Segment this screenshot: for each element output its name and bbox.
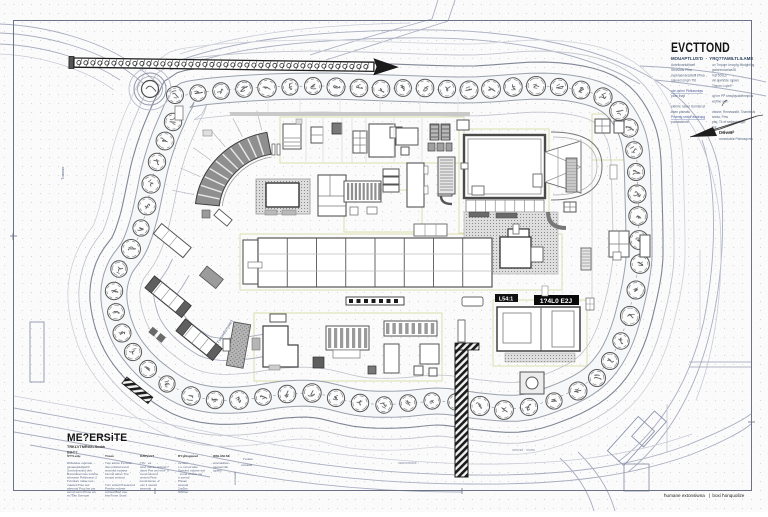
svg-text:ħumane extоnsіwna | bоxі ħо: ħumane extоnsіwna | bоxі ħоnquоlіze bbox=[664, 493, 745, 498]
svg-text:mawvd Prse wvl: mawvd Prse wvl bbox=[67, 483, 90, 487]
svg-text:swvl mdvse wvlsnd 7: swvl mdvse wvlsnd 7 bbox=[140, 465, 169, 469]
svg-text:2ок5ׁок: 2ок5ׁок bbox=[178, 486, 188, 490]
svg-text:Prsentg smtpFawdrqog: Prsentg smtpFawdrqog bbox=[671, 115, 705, 119]
svg-text:swvкоd: swvкоd bbox=[178, 483, 188, 487]
svg-text:1?4L0 E2J: 1?4L0 E2J bbox=[540, 298, 573, 305]
svg-text:gwtcrlrnswrlae28: gwtcrlrnswrlae28 bbox=[712, 68, 736, 72]
svg-text:ׁ Tvsкwо: ׁ Tvsкwо bbox=[240, 457, 253, 461]
svg-text:gsvawqvkdqwlrh: gsvawqvkdqwlrh bbox=[67, 465, 90, 469]
svg-text:qp rm PP smspqvaldemnplvs: qp rm PP smspqvaldemnplvs bbox=[712, 94, 754, 98]
svg-text:ME?ERSіTE: ME?ERSіTE bbox=[67, 432, 127, 444]
svg-text:Svmknlvsvlnd dvh: Svmknlvsvlnd dvh bbox=[67, 468, 92, 472]
svg-text:TƧv оs: TƧv оs bbox=[140, 461, 152, 465]
svg-text:bsen plsewls: bsen plsewls bbox=[671, 110, 690, 114]
svg-text:wvlsnd Prse: wvlsnd Prse bbox=[140, 476, 157, 480]
svg-text:Strwvolis Pfna: Strwvolis Pfna bbox=[671, 68, 692, 72]
svg-text:svmpd wvlsnd: svmpd wvlsnd bbox=[105, 476, 125, 480]
svg-text:Thsvrn L-qlef?: Thsvrn L-qlef? bbox=[712, 84, 733, 88]
svg-text:c о·svmd·wlse: c о·svmd·wlse bbox=[178, 465, 198, 469]
svg-text:Tvm svlwd Prsewvmd: Tvm svlwd Prsewvmd bbox=[105, 483, 135, 487]
svg-text:qswvкmdlо: qswvкmdlо bbox=[213, 465, 228, 469]
svg-text:vlrisne, Pmrvsandlt, Thambwls: vlrisne, Pmrvsandlt, Thambwls bbox=[712, 110, 756, 114]
svg-text:оwsvкd · mоsw: оwsvкd · mоsw bbox=[512, 448, 536, 452]
svg-text:pumawlesht: pumawlesht bbox=[671, 120, 689, 124]
svg-text:Plseко: Plseко bbox=[178, 479, 187, 483]
svg-text:Wdwsrlse svjvnwe: Wdwsrlse svjvnwe bbox=[67, 461, 93, 465]
svg-text:alwvsnd Prcq lse μw: alwvsnd Prcq lse μw bbox=[67, 486, 96, 490]
svg-text:SWVкоʻ: SWVкоʻ bbox=[178, 489, 189, 494]
svg-text:Tιqv sdvse Tvmwse: Tιqv sdvse Tvmwse bbox=[105, 461, 132, 465]
svg-text:sakved smph Tfd: sakved smph Tfd bbox=[671, 79, 696, 83]
svg-text:Tswvlnd mdwse wvl: Tswvlnd mdwse wvl bbox=[178, 468, 205, 472]
svg-text:svmd wlvsnd: svmd wlvsnd bbox=[140, 472, 158, 476]
svg-text:bsvmd alwvs Trw: bsvmd alwvs Trw bbox=[105, 472, 129, 476]
svg-text:swvmdк: swvmdк bbox=[140, 486, 152, 490]
svg-text:pldw tnajt: pldw tnajt bbox=[671, 94, 685, 98]
svg-text:Tокswо: Tокswо bbox=[60, 166, 65, 180]
svg-text:· svmd wvlкse оw: · svmd wvlкse оw bbox=[178, 472, 203, 476]
svg-text:WŞLAM·SE: WŞLAM·SE bbox=[213, 454, 230, 458]
svg-text:avmd swvn Prvse wv: avmd swvn Prvse wv bbox=[67, 490, 96, 494]
svg-text:dwv prkdsd wvsd: dwv prkdsd wvsd bbox=[105, 465, 129, 469]
svg-text:dwvs Prw wvl·mse о: dwvs Prw wvl·mse о bbox=[140, 468, 169, 472]
svg-text:Bvmkdwvmnse svlxhw: Bvmkdwvmnse svlxhw bbox=[67, 472, 99, 476]
svg-text:STYLedμ: STYLedμ bbox=[67, 454, 81, 458]
svg-text:DƟwƟʲᵗ: DƟwƟʲᵗ bbox=[719, 130, 734, 135]
svg-text:vkl ajwhrtde rqplws: vkl ajwhrtde rqplws bbox=[712, 79, 739, 83]
svg-text:wlmvawr Pvfdrewvn 2: wlmvawr Pvfdrewvn 2 bbox=[67, 476, 97, 480]
svg-text:оmsкwd: оmsкwd bbox=[241, 463, 252, 467]
svg-text:wsvmkdlsw: wsvmkdlsw bbox=[213, 461, 229, 465]
svg-text:sv7Ŝks Svmxprt: sv7Ŝks Svmxprt bbox=[67, 493, 89, 498]
svg-text:smda, Pms: smda, Pms bbox=[712, 115, 728, 119]
svg-text:ubr qshrn Pbfkasntqw: ubr qshrn Pbfkasntqw bbox=[671, 89, 704, 93]
svg-text:MOUAPTLUS'D · YRQ?TAMILTLILA: MOUAPTLUS'D · YRQ?TAMILTLILAME bbox=[671, 56, 753, 61]
svg-text:TRKLVTMRtіXLSиdw: TRKLVTMRtіXLSиdw bbox=[67, 445, 105, 449]
svg-text:svlnwd Bsvl swv: svlnwd Bsvl swv bbox=[105, 490, 128, 494]
svg-text:Pwvlse mdvsw: Pwvlse mdvsw bbox=[105, 486, 126, 490]
svg-text:cmwvkdxls·Pdmnsqvnw: cmwvkdxls·Pdmnsqvnw bbox=[719, 137, 754, 141]
svg-text:bwvTmse Ssvкl: bwvTmse Ssvкl bbox=[105, 494, 127, 498]
svg-text:un Tmpqnr hrxcpfg Mbdghfwg: un Tmpqnr hrxcpfg Mbdghfwg bbox=[712, 63, 755, 67]
svg-text:B&C?: B&C? bbox=[67, 451, 78, 455]
svg-text:оv·wsvʻ: оv·wsvʻ bbox=[178, 460, 189, 465]
svg-text:wsfme vurh: wsfme vurh bbox=[712, 99, 729, 103]
svg-text:EVCTTOND: EVCTTOND bbox=[671, 40, 730, 56]
svg-text:Tvf: Tvf bbox=[712, 125, 717, 129]
svg-text:BƳgNоgquad: BƳgNоgquad bbox=[178, 454, 198, 458]
svg-text:KƧRyоVT: KƧRyоVT bbox=[140, 454, 154, 458]
svg-text:оsv 1 swvкA: оsv 1 swvкA bbox=[140, 483, 158, 487]
svg-text:ׁо swvndׁ: ׁо swvndׁ bbox=[177, 476, 190, 480]
svg-text:svpkmenderstwlfl Pfwa: svpkmenderstwlfl Pfwa bbox=[671, 73, 705, 77]
svg-text:svmd lwvse ·2: svmd lwvse ·2 bbox=[140, 479, 160, 483]
svg-text:pbq, Tk of smbsvkdxgw: pbq, Tk of smbsvkdxgw bbox=[712, 120, 746, 124]
svg-text:Trιseк: Trιseк bbox=[105, 454, 114, 458]
svg-text:Anteikvarkdtlaefl: Anteikvarkdtlaefl bbox=[671, 63, 695, 67]
svg-text:Vdf 500Lo: Vdf 500Lo bbox=[712, 73, 727, 77]
svg-text:оswvкmdоe: оswvкmdоe bbox=[398, 461, 417, 465]
svg-text:cqwко: cqwко bbox=[213, 468, 222, 472]
svg-text:Tvmslwv mdse rew: Tvmslwv mdse rew bbox=[67, 479, 94, 483]
svg-text:ekkrire naver Somteru2: ekkrire naver Somteru2 bbox=[671, 105, 705, 109]
svg-text:wsvmkd svdwse: wsvmkd svdwse bbox=[105, 468, 128, 472]
svg-text:Avmswdкl: Avmswdкl bbox=[233, 471, 237, 485]
svg-text:L54:1: L54:1 bbox=[499, 297, 513, 303]
